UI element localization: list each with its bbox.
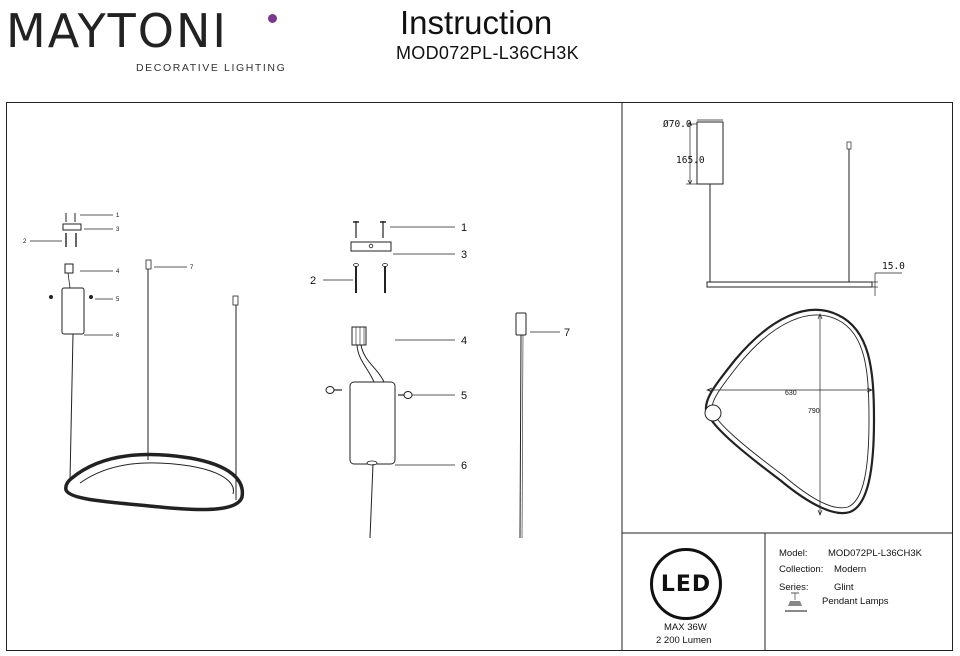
- svg-text:2: 2: [310, 275, 316, 287]
- assembly-overview-callouts: 1 3 2 4 5 6 7: [23, 213, 194, 339]
- svg-text:5: 5: [116, 297, 120, 303]
- model-label: Model:: [779, 548, 808, 559]
- svg-text:4: 4: [461, 335, 467, 347]
- series-value: Glint: [834, 582, 854, 593]
- canopy-diameter-label: Ø70.0: [663, 119, 692, 130]
- svg-text:4: 4: [116, 269, 120, 275]
- model-code-header: MOD072PL-L36CH3K: [396, 43, 579, 63]
- height-label: 790: [808, 408, 820, 415]
- connector-small: [64, 263, 74, 274]
- svg-text:3: 3: [116, 227, 120, 233]
- collection-value: Modern: [834, 564, 867, 575]
- mounting-bracket: [350, 241, 392, 252]
- canopy-small: [61, 287, 85, 335]
- top-view-labels: 630 790: [785, 390, 820, 415]
- brand-logo: MAYTONI DECORATIVE LIGHTING: [6, 8, 296, 74]
- led-label: LED: [660, 571, 712, 597]
- brand-tagline: DECORATIVE LIGHTING: [136, 62, 287, 74]
- brand-accent-dot: [268, 14, 277, 23]
- canopy-top-view: [704, 404, 722, 422]
- mounting-bracket-small: [62, 223, 82, 231]
- assembly-detail-callouts: 1 3 2 4 5 6 7: [310, 222, 570, 472]
- side-view-dimensions: [686, 119, 902, 296]
- cable-gripper: [515, 312, 527, 336]
- collection-label: Collection:: [779, 564, 824, 575]
- canopy: [349, 381, 396, 465]
- top-view: [704, 308, 876, 516]
- drawing-frame: [6, 102, 953, 651]
- canopy-side-view: [696, 121, 724, 185]
- svg-text:7: 7: [190, 265, 194, 271]
- svg-text:1: 1: [116, 213, 120, 219]
- pendant-lamp-icon: [785, 592, 807, 612]
- model-value: MOD072PL-L36CH3K: [828, 548, 922, 559]
- cable-gripper-small: [145, 259, 152, 270]
- ring-small: [64, 452, 245, 512]
- svg-text:2: 2: [23, 239, 27, 245]
- ring-side-view: [706, 281, 873, 288]
- lamp-type: Pendant Lamps: [822, 596, 889, 607]
- ring-top-view: [704, 308, 876, 515]
- series-label: Series:: [779, 582, 809, 593]
- width-label: 630: [785, 390, 797, 397]
- svg-text:1: 1: [461, 222, 467, 234]
- terminal-connector: [351, 326, 367, 346]
- canopy-height-label: 165.0: [676, 155, 705, 166]
- assembly-detail: [323, 221, 560, 539]
- max-power: MAX 36W: [664, 622, 707, 633]
- svg-text:6: 6: [461, 460, 467, 472]
- assembly-overview: [30, 213, 245, 512]
- document-title: Instruction: [400, 4, 553, 41]
- side-view-labels: Ø70.0 165.0 15.0: [663, 119, 905, 272]
- ring-thickness-label: 15.0: [882, 261, 905, 272]
- svg-text:7: 7: [564, 327, 570, 339]
- lumen: 2 200 Lumen: [656, 635, 712, 646]
- led-badge: LED: [650, 548, 722, 620]
- svg-text:6: 6: [116, 333, 120, 339]
- brand-name: MAYTONI: [6, 4, 228, 58]
- svg-text:3: 3: [461, 249, 467, 261]
- svg-text:5: 5: [461, 390, 467, 402]
